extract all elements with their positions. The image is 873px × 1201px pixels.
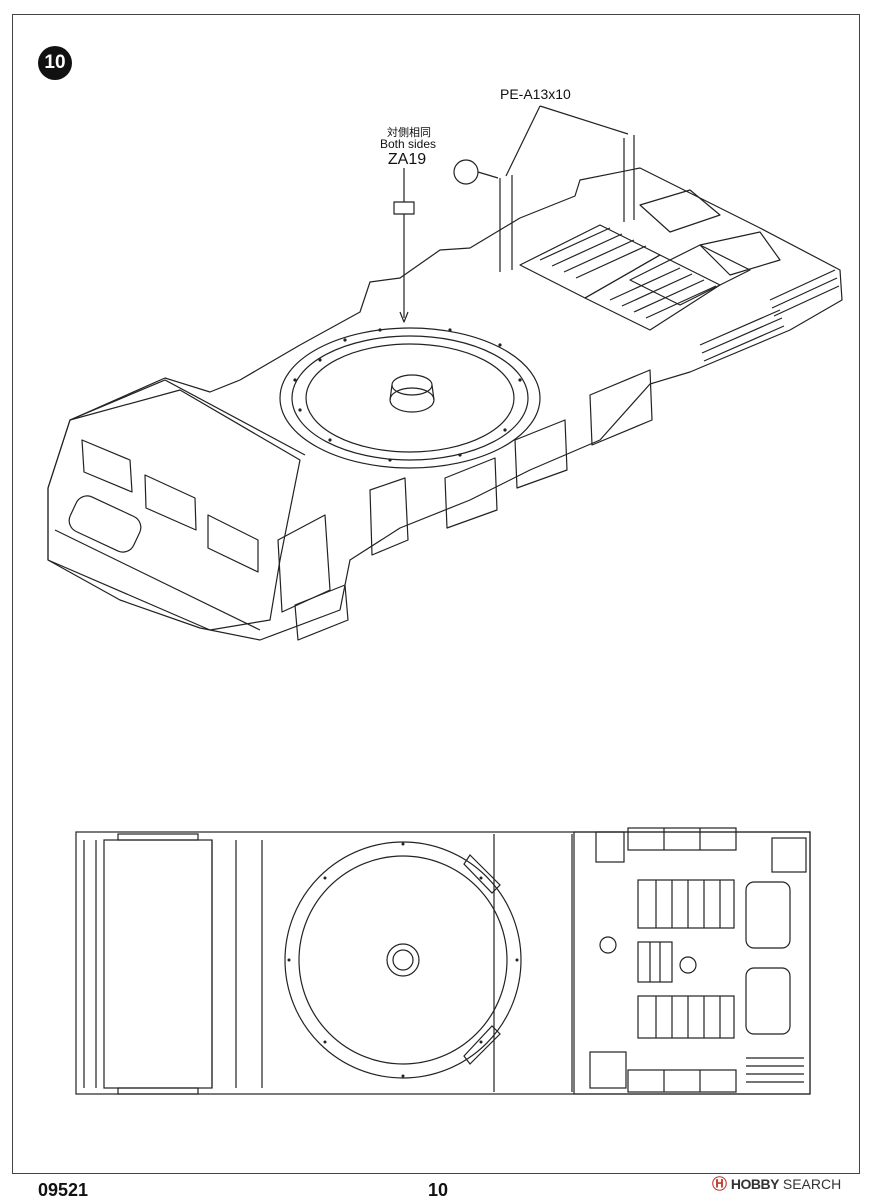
page-border	[12, 14, 860, 1174]
both-sides-chinese-label: 対側相同	[387, 126, 431, 139]
photo-etch-callout: PE-A13x10	[500, 86, 571, 102]
watermark-logo-icon: Ⓗ	[712, 1176, 728, 1193]
kit-number: 09521	[38, 1180, 89, 1200]
page-number: 10	[428, 1180, 449, 1200]
both-sides-label: Both sides	[379, 137, 437, 151]
watermark-brand: HOBBY	[730, 1176, 780, 1192]
watermark: Ⓗ HOBBY SEARCH	[712, 1173, 841, 1194]
watermark-suffix: SEARCH	[782, 1176, 842, 1192]
part-id-label: ZA19	[387, 151, 427, 168]
step-number-badge: 10	[38, 46, 72, 80]
